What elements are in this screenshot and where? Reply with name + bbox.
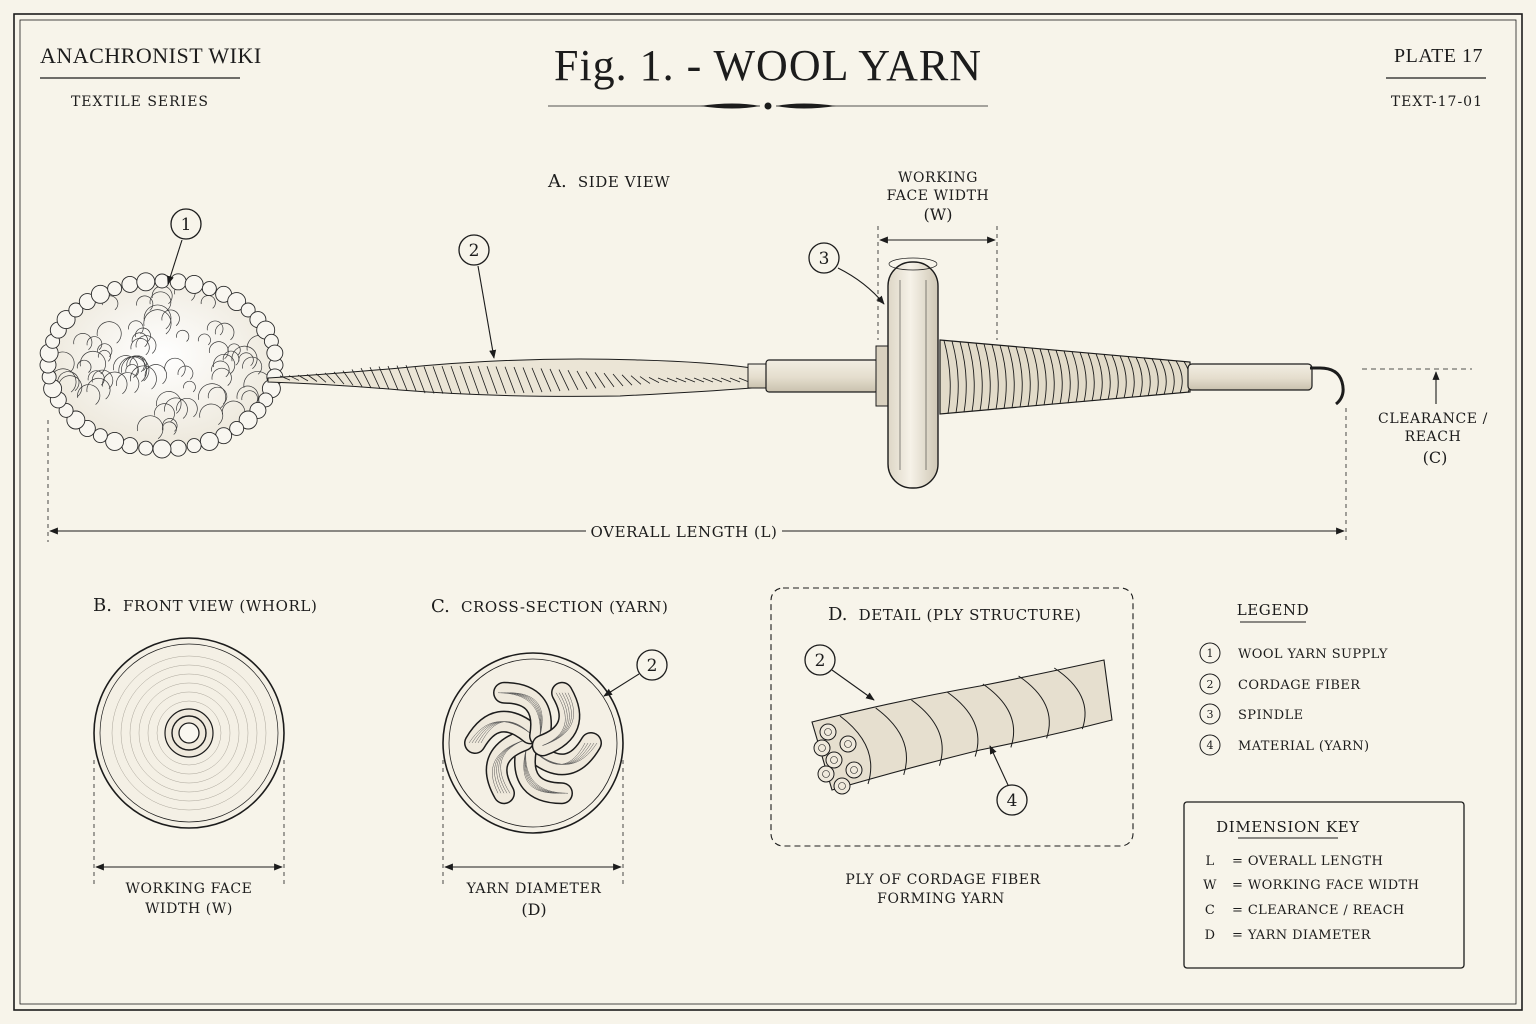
dimension-key-symbol: L (1205, 854, 1214, 869)
front-view: B. FRONT VIEW (WHORL) WORKING FACE WIDTH… (93, 595, 317, 917)
plate-number: PLATE 17 (1394, 45, 1483, 67)
series-label: TEXTILE SERIES (71, 94, 209, 110)
overall-length-label: OVERALL LENGTH (L) (591, 523, 778, 541)
legend-title: LEGEND (1237, 601, 1310, 619)
front-dim-line-2: WIDTH (W) (145, 901, 233, 917)
side-view-letter: A. (547, 171, 567, 192)
side-view-label: SIDE VIEW (578, 173, 670, 191)
cross-section-callout: 2 (603, 649, 668, 697)
legend-item-number: 1 (1207, 647, 1214, 660)
cross-section-letter: C. (431, 596, 450, 617)
detail-callout-4-number: 4 (1007, 791, 1018, 811)
callout-1-number: 1 (181, 215, 192, 235)
detail-frame (770, 587, 1134, 847)
legend-item: 2 CORDAGE FIBER (1199, 673, 1361, 695)
legend-item: 1 WOOL YARN SUPPLY (1199, 642, 1388, 664)
detail-title: D. DETAIL (PLY STRUCTURE) (828, 604, 1082, 625)
detail-callout-4: 4 (989, 745, 1028, 816)
front-dim-line-1: WORKING FACE (125, 881, 252, 897)
legend-item: 3 SPINDLE (1199, 703, 1304, 725)
clearance-dimension: CLEARANCE / REACH (C) (1362, 368, 1488, 467)
detail-callout-2-number: 2 (815, 651, 826, 671)
legend-item: 4 MATERIAL (YARN) (1199, 734, 1370, 756)
dimension-key-title: DIMENSION KEY (1216, 818, 1360, 836)
page-title: Fig. 1. - WOOL YARN (554, 41, 982, 90)
cordage-fiber-illustration (267, 358, 753, 397)
front-view-label: FRONT VIEW (WHORL) (123, 597, 317, 615)
dimension-key-row: D = YARN DIAMETER (1205, 928, 1372, 943)
callout-3-number: 3 (819, 249, 830, 269)
ply-detail: D. DETAIL (PLY STRUCTURE) 2 4 PLY OF COR… (770, 587, 1134, 907)
legend: LEGEND 1 WOOL YARN SUPPLY 2 CORDAGE FIBE… (1199, 601, 1388, 756)
clearance-line-2: REACH (1405, 429, 1462, 445)
cross-section-callout-number: 2 (647, 656, 658, 676)
clearance-line-1: CLEARANCE / (1378, 411, 1488, 427)
outer-border (13, 13, 1523, 1011)
yarn-cross-section-illustration (442, 652, 624, 834)
dimension-key-row: W = WORKING FACE WIDTH (1203, 878, 1419, 893)
dimension-key-desc: = CLEARANCE / REACH (1232, 903, 1405, 918)
legend-item-number: 3 (1207, 708, 1214, 721)
detail-caption-line-2: FORMING YARN (877, 891, 1005, 907)
working-face-line-2: FACE WIDTH (887, 188, 990, 204)
legend-item-number: 2 (1207, 678, 1214, 691)
front-view-title: B. FRONT VIEW (WHORL) (93, 595, 317, 616)
detail-callout-2: 2 (804, 644, 875, 701)
callout-3: 3 (808, 242, 885, 305)
dimension-key-row: C = CLEARANCE / REACH (1205, 903, 1405, 918)
cross-dim-line-2: (D) (521, 900, 546, 919)
callout-2-number: 2 (469, 241, 480, 261)
detail-caption-line-1: PLY OF CORDAGE FIBER (845, 872, 1040, 888)
cross-section-label: CROSS-SECTION (YARN) (461, 598, 669, 616)
cross-dim-line-1: YARN DIAMETER (466, 881, 602, 897)
dimension-key-desc: = YARN DIAMETER (1232, 928, 1372, 943)
ply-structure-illustration (811, 659, 1113, 795)
callout-1: 1 (167, 208, 202, 285)
dimension-key-row: L = OVERALL LENGTH (1205, 854, 1383, 869)
legend-item-number: 4 (1207, 739, 1214, 752)
overall-length-dimension: OVERALL LENGTH (L) (47, 408, 1347, 542)
working-face-line-1: WORKING (898, 170, 978, 186)
title-ornament (548, 102, 988, 110)
cross-section-title: C. CROSS-SECTION (YARN) (431, 596, 668, 617)
inner-border (19, 19, 1517, 1005)
cross-section-dimension: YARN DIAMETER (D) (442, 760, 624, 919)
dimension-key-symbol: W (1203, 878, 1217, 893)
dimension-key-desc: = OVERALL LENGTH (1232, 854, 1383, 869)
dimension-key: DIMENSION KEY L = OVERALL LENGTH W = WOR… (1183, 801, 1465, 969)
side-view: A. SIDE VIEW (39, 170, 1488, 542)
cross-section: C. CROSS-SECTION (YARN) 2 YARN DIAMETER … (431, 596, 668, 919)
dimension-key-desc: = WORKING FACE WIDTH (1232, 878, 1419, 893)
working-face-line-3: (W) (924, 205, 953, 224)
detail-label: DETAIL (PLY STRUCTURE) (859, 606, 1082, 624)
working-face-dimension: WORKING FACE WIDTH (W) (877, 170, 998, 340)
callout-2: 2 (458, 234, 497, 359)
dimension-key-symbol: C (1205, 903, 1215, 918)
legend-item-label: MATERIAL (YARN) (1238, 739, 1370, 754)
header: ANACHRONIST WIKI TEXTILE SERIES Fig. 1. … (40, 41, 1486, 110)
detail-letter: D. (828, 604, 848, 625)
front-view-dimension: WORKING FACE WIDTH (W) (93, 760, 285, 917)
dimension-key-box (1183, 801, 1465, 969)
clearance-line-3: (C) (1423, 448, 1448, 467)
brand-title: ANACHRONIST WIKI (40, 43, 262, 68)
front-view-letter: B. (93, 595, 112, 616)
plate-code: TEXT-17-01 (1391, 94, 1483, 110)
legend-item-label: SPINDLE (1238, 708, 1304, 723)
side-view-title: A. SIDE VIEW (547, 171, 670, 192)
legend-item-label: WOOL YARN SUPPLY (1238, 647, 1388, 662)
legend-item-label: CORDAGE FIBER (1238, 678, 1361, 693)
whorl-front-illustration (93, 637, 285, 829)
wool-supply-illustration (39, 272, 284, 459)
spindle-illustration (747, 257, 1345, 489)
dimension-key-symbol: D (1205, 928, 1216, 943)
